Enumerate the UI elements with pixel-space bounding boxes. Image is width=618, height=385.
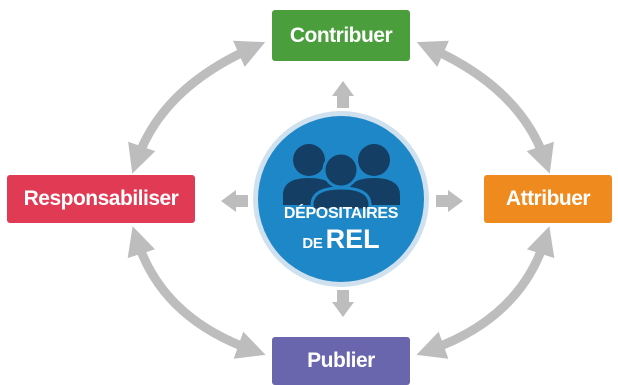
hub-title-line1: DÉPOSITAIRES (283, 205, 399, 222)
attribuer-box: Attribuer (484, 175, 612, 223)
hub-title-acronym: REL (325, 224, 380, 254)
arrow-down (332, 290, 354, 317)
arrow-right (436, 190, 463, 212)
publier-label: Publier (307, 349, 375, 372)
people-group-icon (283, 144, 400, 212)
contribuer-box: Contribuer (272, 10, 410, 61)
arc-arrow-top-left (128, 40, 266, 174)
contribuer-label: Contribuer (289, 23, 393, 47)
responsabiliser-box: Responsabiliser (7, 175, 195, 223)
arrow-left (221, 190, 248, 212)
arrow-up (332, 81, 354, 108)
arc-arrow-top-right (416, 40, 554, 174)
attribuer-label: Attribuer (505, 187, 591, 210)
publier-box: Publier (272, 337, 410, 385)
responsabiliser-label: Responsabiliser (23, 187, 179, 210)
arc-arrow-bottom-right (416, 226, 555, 359)
arc-arrow-bottom-left (127, 226, 266, 359)
hub-title-prefix: DE (302, 235, 323, 252)
